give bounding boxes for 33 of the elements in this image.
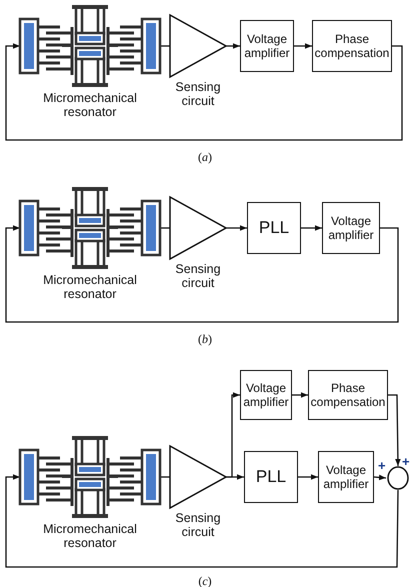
arrow [5, 43, 403, 141]
node-label: Micromechanical resonator [42, 522, 138, 550]
process-box: Voltage amplifier [240, 20, 294, 72]
panel-caption: (b) [197, 332, 213, 347]
plus-sign: + [402, 455, 410, 468]
node-label: Sensing circuit [174, 262, 222, 290]
arrow [374, 474, 386, 480]
plus-sign: + [378, 459, 386, 472]
node-label: Sensing circuit [174, 80, 222, 108]
process-box: Phase compensation [308, 370, 388, 420]
arrow [292, 392, 308, 398]
connector-line [160, 45, 170, 47]
process-box: Voltage amplifier [322, 202, 380, 254]
arrow [5, 474, 399, 568]
arrow [226, 225, 247, 231]
process-box: PLL [244, 451, 298, 503]
process-box: Voltage amplifier [240, 370, 292, 420]
process-box: Voltage amplifier [318, 451, 374, 503]
process-box: Phase compensation [312, 20, 392, 72]
node-label: Sensing circuit [174, 511, 222, 539]
process-box: PLL [247, 202, 301, 254]
arrow [301, 225, 322, 231]
arrow [294, 43, 312, 49]
arrow [5, 225, 399, 323]
panel-caption: (a) [197, 150, 213, 165]
connector-line [160, 476, 170, 478]
arrow [388, 394, 401, 466]
arrow [298, 474, 318, 480]
node-label: Micromechanical resonator [42, 273, 138, 301]
arrow [226, 43, 240, 49]
node-label: Micromechanical resonator [42, 91, 138, 119]
arrow [226, 474, 244, 480]
connector-line [160, 227, 170, 229]
